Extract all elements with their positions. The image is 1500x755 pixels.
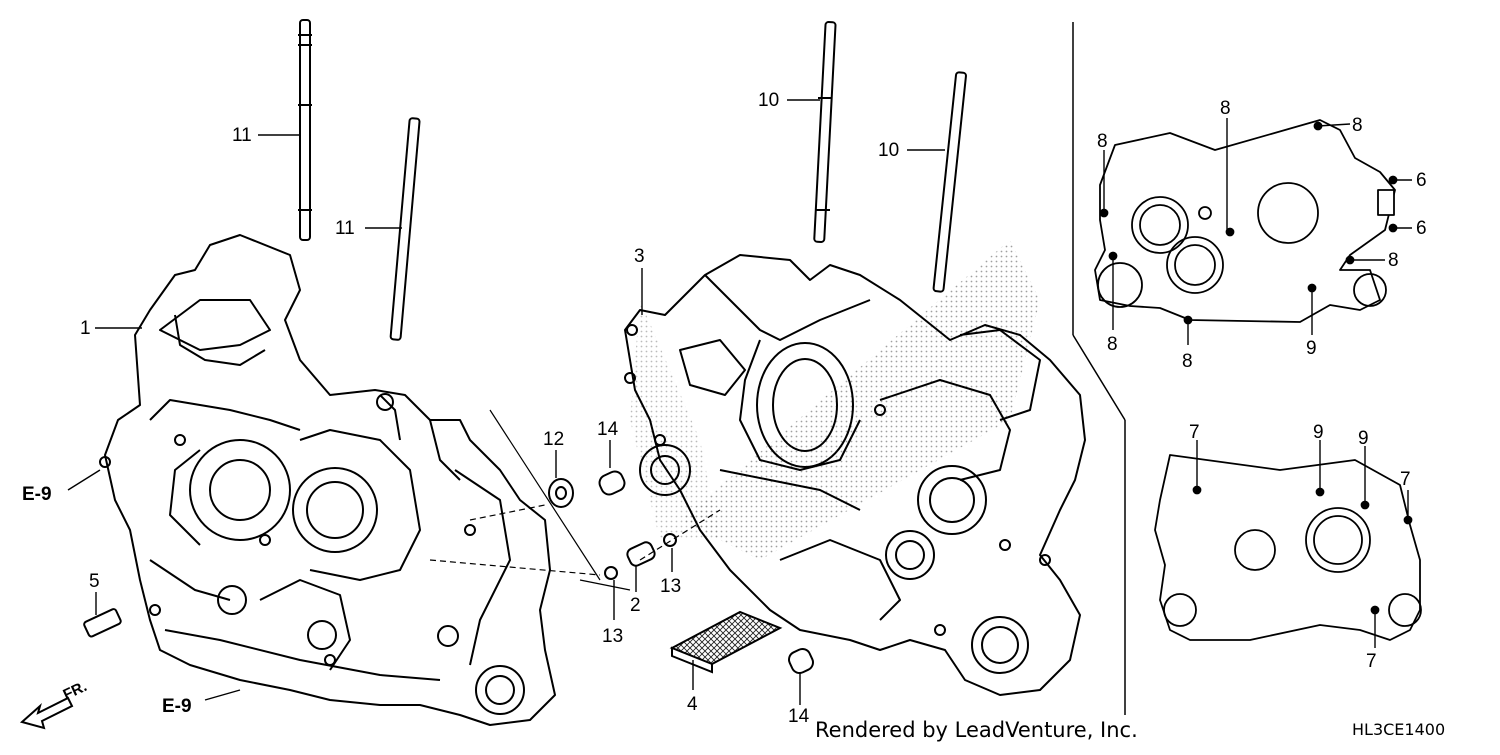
callout-6: 6 (1416, 218, 1427, 239)
callout-10: 10 (878, 140, 899, 161)
callout-9: 9 (1358, 428, 1369, 449)
callout-12: 12 (543, 429, 564, 450)
callout-13: 13 (660, 576, 681, 597)
o-ring-13-left (604, 566, 618, 580)
stud-11-right (389, 117, 421, 341)
dowel-pin-14-bottom (788, 648, 814, 674)
shading-pattern (680, 240, 1040, 560)
callout-1: 1 (80, 318, 91, 339)
stud-10-right (932, 71, 967, 293)
bolt-5 (83, 608, 122, 638)
reference-e9: E-9 (22, 484, 52, 505)
callout-4: 4 (687, 694, 698, 715)
gasket-view-lower (1154, 454, 1422, 641)
callout-8: 8 (1107, 334, 1118, 355)
guide-lines (429, 409, 721, 591)
callout-6: 6 (1416, 170, 1427, 191)
render-credit: Rendered by LeadVenture, Inc. (815, 718, 1138, 742)
diagram-code: HL3CE1400 (1352, 720, 1446, 739)
front-marker-label: FR. (61, 678, 90, 704)
callout-3: 3 (634, 246, 645, 267)
callout-8: 8 (1097, 131, 1108, 152)
callout-8: 9 (1306, 338, 1317, 359)
oil-strainer-4 (669, 610, 783, 674)
callout-8: 8 (1220, 98, 1231, 119)
reference-e9: E-9 (162, 696, 192, 717)
callout-14: 14 (788, 706, 810, 727)
orifice-2 (626, 541, 656, 567)
callout-2: 2 (630, 595, 641, 616)
right-crankcase (624, 254, 1086, 696)
gasket-view-upper (1094, 119, 1398, 325)
dowel-pin-14-top (598, 470, 626, 496)
callout-11: 11 (335, 218, 355, 239)
callout-7: 7 (1400, 469, 1411, 490)
callout-8: 8 (1182, 351, 1193, 372)
stud-10-left (813, 21, 837, 243)
callout-7: 7 (1189, 422, 1200, 443)
callout-14: 14 (597, 419, 619, 440)
callout-labels: 11 11 1 10 10 3 12 14 5 2 13 13 4 14 8 8… (22, 90, 1427, 727)
callout-8: 8 (1352, 115, 1363, 136)
shading-pattern (630, 300, 720, 540)
callout-8: 8 (1388, 250, 1399, 271)
callout-9: 9 (1313, 422, 1324, 443)
callout-10: 10 (758, 90, 779, 111)
leader-lines (67, 99, 1412, 705)
front-arrow: FR. (19, 678, 90, 730)
callout-5: 5 (89, 571, 100, 592)
small-parts (83, 470, 814, 674)
panel-dividers (1072, 22, 1126, 715)
callout-7: 7 (1366, 651, 1377, 672)
stud-11-left (299, 19, 311, 241)
callout-11: 11 (232, 125, 252, 146)
left-crankcase (99, 234, 556, 726)
stud-bolts (298, 19, 967, 341)
callout-13: 13 (602, 626, 623, 647)
